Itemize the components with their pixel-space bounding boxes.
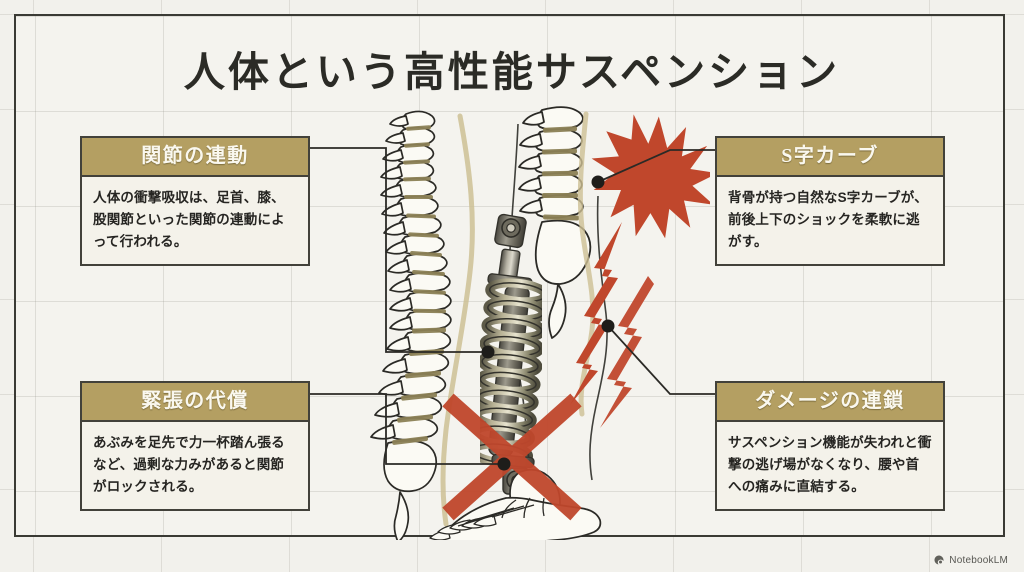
callout-scurve-body: 背骨が持つ自然なS字カーブが、前後上下のショックを柔軟に逃がす。: [715, 177, 945, 266]
notebooklm-icon: [934, 555, 944, 565]
lumbar-spine-closeup: [518, 106, 592, 339]
callout-joint-body: 人体の衝撃吸収は、足首、膝、股関節といった関節の連動によって行われる。: [80, 177, 310, 266]
spine-suspension-illustration: [370, 106, 710, 540]
callout-joint-heading: 関節の連動: [80, 136, 310, 177]
callout-tension-body: あぶみを足先で力一杯踏ん張るなど、過剰な力みがあると関節がロックされる。: [80, 422, 310, 511]
notebooklm-watermark: NotebookLM: [933, 554, 1008, 566]
callout-scurve[interactable]: S字カーブ 背骨が持つ自然なS字カーブが、前後上下のショックを柔軟に逃がす。: [715, 136, 945, 266]
callout-damage[interactable]: ダメージの連鎖 サスペンション機能が失われと衝撃の逃げ場がなくなり、腰や首への痛…: [715, 381, 945, 511]
callout-joint[interactable]: 関節の連動 人体の衝撃吸収は、足首、膝、股関節といった関節の連動によって行われる…: [80, 136, 310, 266]
notebooklm-label: NotebookLM: [949, 554, 1008, 566]
callout-tension[interactable]: 緊張の代償 あぶみを足先で力一杯踏ん張るなど、過剰な力みがあると関節がロックされ…: [80, 381, 310, 511]
callout-damage-body: サスペンション機能が失われと衝撃の逃げ場がなくなり、腰や首への痛みに直結する。: [715, 422, 945, 511]
impact-burst-upper: [591, 114, 710, 239]
callout-scurve-heading: S字カーブ: [715, 136, 945, 177]
page-title: 人体という高性能サスペンション: [183, 49, 841, 95]
spine-lateral-view: [370, 110, 452, 540]
callout-tension-heading: 緊張の代償: [80, 381, 310, 422]
callout-damage-heading: ダメージの連鎖: [715, 381, 945, 422]
